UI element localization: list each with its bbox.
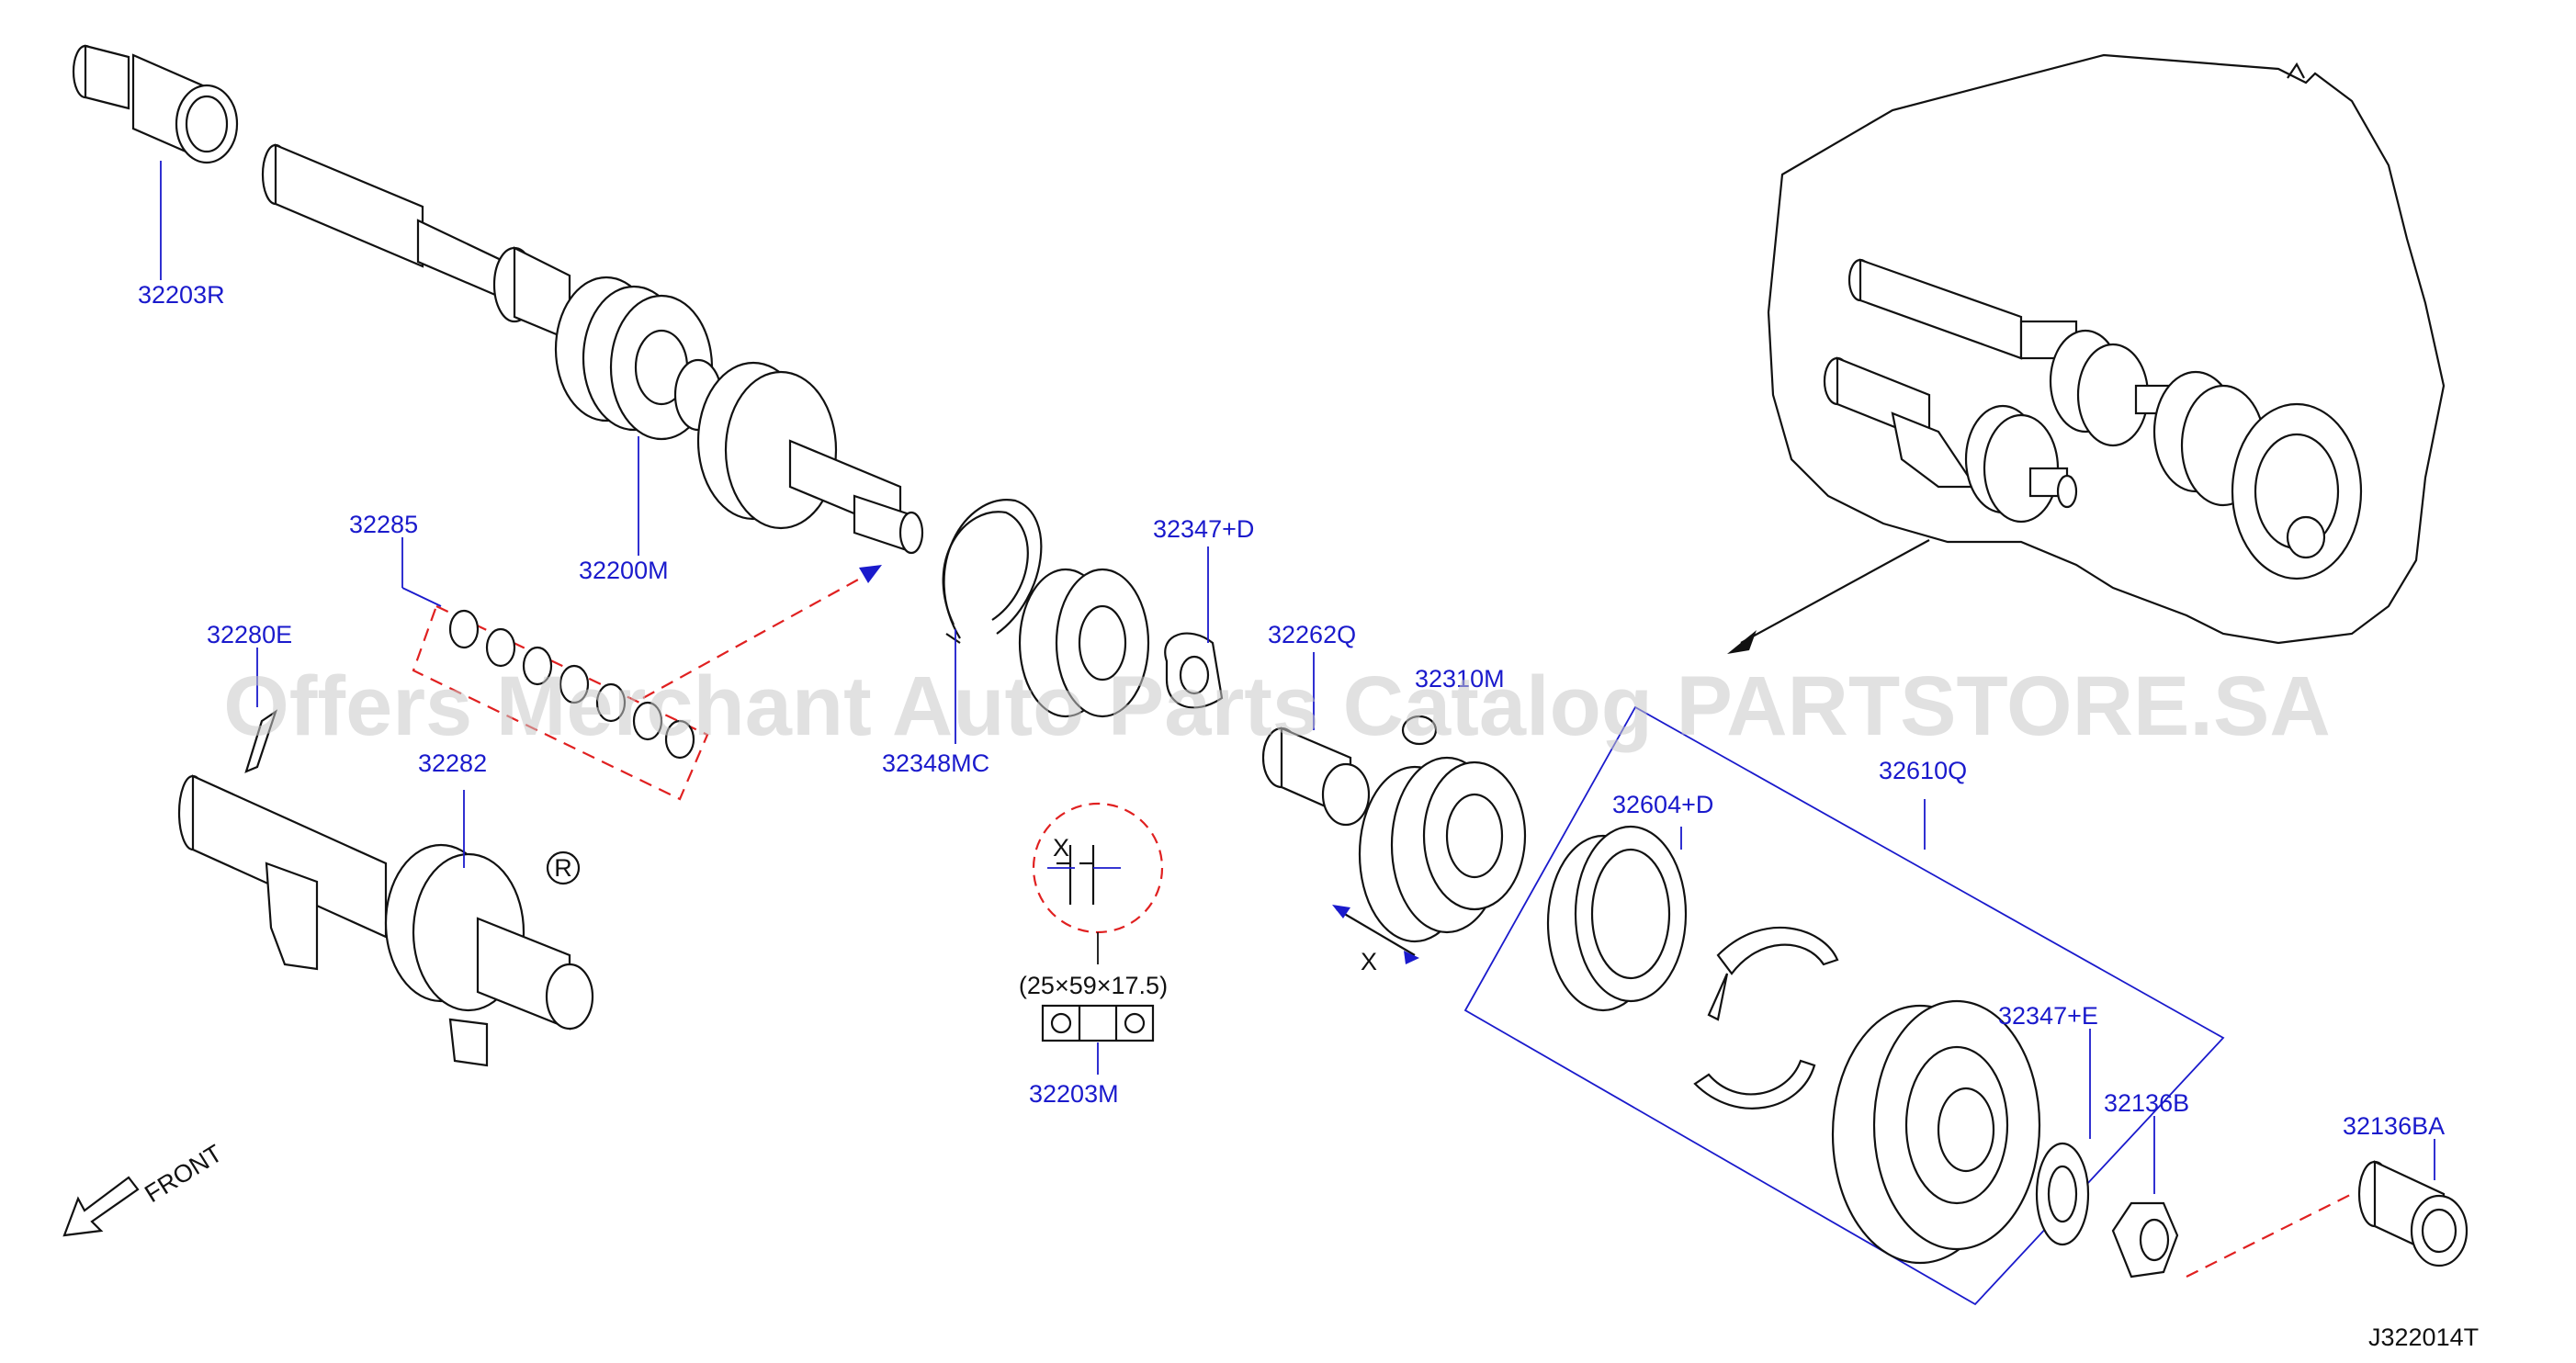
front-label: FRONT <box>140 1139 227 1208</box>
washer-32347e-drawing <box>2035 1142 2090 1246</box>
part-label-32347e[interactable]: 32347+E <box>1998 1002 2098 1030</box>
inset-arrow-head <box>1727 630 1757 654</box>
watermark-text: Offers Merchant Auto Parts Catalog PARTS… <box>223 659 2331 753</box>
mainshaft-32200m-drawing <box>261 143 924 555</box>
part-label-32136ba[interactable]: 32136BA <box>2343 1112 2445 1140</box>
shim-32347d-drawing <box>1164 632 1224 709</box>
reverse-idler-32282-drawing <box>177 774 594 1067</box>
inset-mainshaft <box>1847 258 2363 580</box>
part-label-32203r[interactable]: 32203R <box>138 281 225 309</box>
group-32610q-box <box>1463 705 2225 1306</box>
part-label-32348mc[interactable]: 32348MC <box>882 749 989 777</box>
bearing-32203r-drawing <box>72 44 239 164</box>
bushing-32262q-drawing <box>1261 715 1438 827</box>
dimension-x-label: X <box>1053 834 1069 862</box>
reverse-symbol: R <box>546 850 581 885</box>
dimension-detail: X (25×59×17.5) <box>1019 802 1168 1042</box>
part-label-32604d[interactable]: 32604+D <box>1612 791 1713 818</box>
part-label-32610q[interactable]: 32610Q <box>1879 757 1967 784</box>
transmission-case-inset <box>1767 53 2446 645</box>
diagram-code: J322014T <box>2368 1324 2479 1351</box>
part-label-32285[interactable]: 32285 <box>349 511 418 538</box>
gear-dimension-x: X <box>1361 948 1377 975</box>
pin-32280e-drawing <box>244 709 278 773</box>
bearing-32203m-drawing <box>1018 568 1150 718</box>
synchro-hub-drawing <box>1831 999 2041 1265</box>
front-direction-indicator: FRONT <box>62 1139 227 1237</box>
shifting-key-upper <box>1707 926 1839 1021</box>
part-label-32136b[interactable]: 32136B <box>2104 1089 2189 1117</box>
inset-arrow-line <box>1740 539 1930 644</box>
inset-countershaft <box>1823 356 2078 524</box>
part-label-32282[interactable]: 32282 <box>418 749 487 777</box>
snap-ring-32348mc-drawing <box>942 499 1043 644</box>
part-label-32203m[interactable]: 32203M <box>1029 1080 1119 1108</box>
shifting-key-lower <box>1693 1059 1816 1110</box>
part-label-32262q[interactable]: 32262Q <box>1268 621 1356 648</box>
nut-32136b-drawing <box>2111 1201 2179 1279</box>
rollers-32285-drawing <box>412 565 882 801</box>
part-label-32310m[interactable]: 32310M <box>1415 665 1505 693</box>
reverse-symbol-text: R <box>554 854 572 882</box>
synchro-ring-32604d-drawing <box>1546 825 1688 1012</box>
sleeve-32136ba-drawing <box>2186 1160 2469 1278</box>
part-label-32200m[interactable]: 32200M <box>579 557 669 584</box>
part-label-32347d[interactable]: 32347+D <box>1153 515 1254 543</box>
leader-lines <box>160 161 2435 1194</box>
gear-32310m-drawing <box>1332 756 1527 964</box>
part-label-32280e[interactable]: 32280E <box>207 621 292 648</box>
dimension-spec-text: (25×59×17.5) <box>1019 972 1168 999</box>
